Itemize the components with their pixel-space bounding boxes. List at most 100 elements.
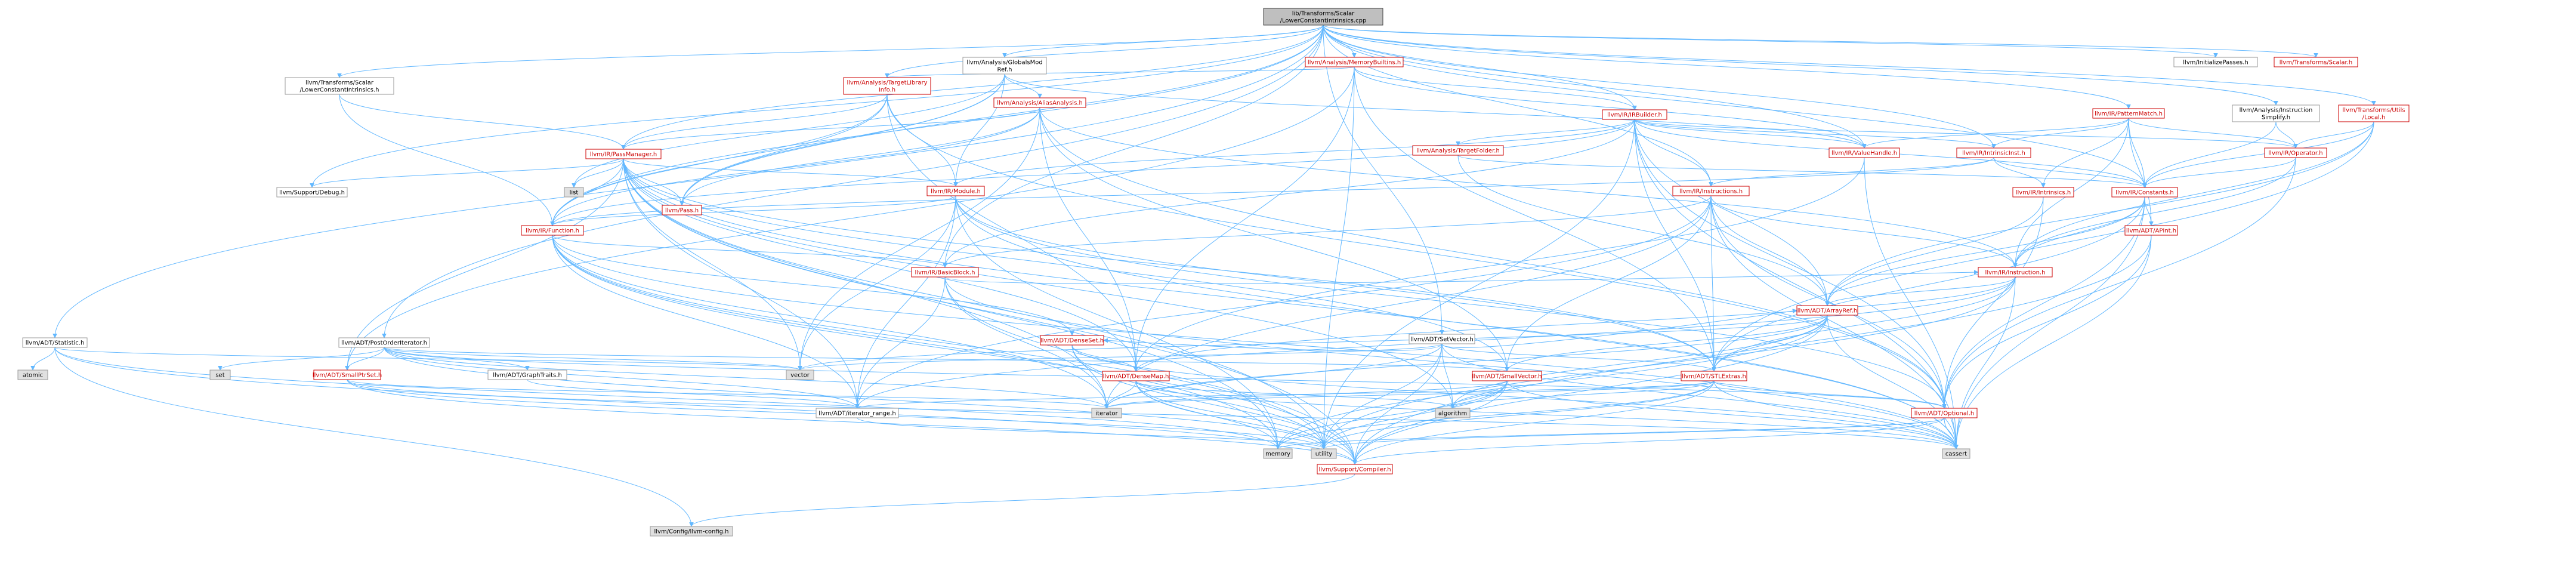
node-box-postorder: [338, 337, 430, 348]
edge-membuiltins-to-utility: [1324, 66, 1355, 449]
edge-statistic-to-llvmconfig: [54, 347, 691, 526]
node-box-initpasses: [2173, 57, 2258, 67]
node-root[interactable]: lib/Transforms/Scalar/LowerConstantIntri…: [1263, 8, 1383, 26]
node-label-aa: llvm/Analysis/AliasAnalysis.h: [997, 100, 1083, 107]
edge-irbuilder-to-instructions: [1634, 119, 1711, 186]
edge-compiler-to-llvmconfig: [691, 473, 1355, 527]
node-label-apint: llvm/ADT/APInt.h: [2126, 228, 2176, 235]
node-label-valuehandle: llvm/IR/ValueHandle.h: [1831, 150, 1897, 157]
edge-instruction-to-densemap: [1136, 276, 2016, 371]
node-aa[interactable]: llvm/Analysis/AliasAnalysis.h: [993, 97, 1086, 108]
node-initpasses[interactable]: llvm/InitializePasses.h: [2173, 57, 2258, 67]
node-lci_h[interactable]: llvm/Transforms/Scalar/LowerConstantIntr…: [285, 77, 394, 95]
edge-denseset-to-cassert: [1071, 344, 1956, 449]
node-instruction[interactable]: llvm/IR/Instruction.h: [1978, 267, 2053, 278]
node-label-intrinsics: llvm/IR/Intrinsics.h: [2016, 190, 2071, 196]
edge-root-to-debug: [312, 24, 1324, 187]
node-instructions[interactable]: llvm/IR/Instructions.h: [1672, 186, 1750, 196]
edge-lci_h-to-function: [339, 94, 552, 226]
node-list: list: [564, 187, 584, 198]
node-label-postorder: llvm/ADT/PostOrderIterator.h: [341, 340, 427, 347]
node-module[interactable]: llvm/IR/Module.h: [926, 186, 985, 196]
node-setvector[interactable]: llvm/ADT/SetVector.h: [1409, 334, 1475, 344]
node-apint[interactable]: llvm/ADT/APInt.h: [2124, 225, 2178, 236]
edge-densemap-to-memory: [1135, 380, 1278, 449]
edge-intrinsicinst-to-instructions: [1711, 157, 1994, 187]
node-label-stlextras: llvm/ADT/STLExtras.h: [1682, 374, 1746, 380]
node-basicblock[interactable]: llvm/IR/BasicBlock.h: [911, 267, 979, 278]
edge-root-to-tli: [887, 24, 1324, 78]
node-label-root: /LowerConstantIntrinsics.cpp: [1280, 18, 1367, 24]
edge-intrinsicinst-to-function: [552, 157, 1994, 226]
node-box-debug: [276, 187, 348, 198]
node-translocal[interactable]: llvm/Transforms/Utils/Local.h: [2338, 104, 2410, 122]
node-passmanager[interactable]: llvm/IR/PassManager.h: [585, 149, 662, 159]
edge-stlextras-to-iterator: [1107, 380, 1715, 409]
node-densemap[interactable]: llvm/ADT/DenseMap.h: [1102, 371, 1170, 381]
edge-instruction-to-stlextras: [1714, 276, 2016, 371]
edge-instsimplify-to-operator: [2275, 121, 2296, 149]
node-smallvector[interactable]: llvm/ADT/SmallVector.h: [1472, 371, 1542, 381]
node-denseset[interactable]: llvm/ADT/DenseSet.h: [1040, 335, 1104, 346]
node-patternmatch[interactable]: llvm/IR/PatternMatch.h: [2092, 108, 2165, 119]
node-membuiltins[interactable]: llvm/Analysis/MemoryBuiltins.h: [1305, 57, 1404, 67]
node-stlextras[interactable]: llvm/ADT/STLExtras.h: [1681, 371, 1747, 381]
node-label-arrayref: llvm/ADT/ArrayRef.h: [1797, 308, 1858, 315]
edge-membuiltins-to-stlextras: [1354, 66, 1714, 371]
edge-function-to-basicblock: [552, 235, 945, 268]
node-label-translocal: llvm/Transforms/Utils: [2343, 107, 2405, 114]
edge-setvector-to-denseset: [1104, 340, 1443, 352]
node-optional[interactable]: llvm/ADT/Optional.h: [1911, 408, 1978, 418]
node-box-densemap: [1102, 371, 1170, 381]
node-postorder[interactable]: llvm/ADT/PostOrderIterator.h: [338, 337, 430, 348]
edge-arrayref-to-stlextras: [1714, 315, 1828, 371]
edge-root-to-setvector: [1323, 24, 1442, 334]
header-nodes: lib/Transforms/Scalar/LowerConstantIntri…: [17, 8, 2410, 537]
node-arrayref[interactable]: llvm/ADT/ArrayRef.h: [1796, 305, 1858, 316]
edge-membuiltins-to-densemap: [1136, 66, 1355, 371]
node-function[interactable]: llvm/IR/Function.h: [521, 225, 584, 236]
edge-iterrange-to-utility: [857, 417, 1324, 449]
edge-optional-to-memory: [1278, 417, 1945, 449]
edge-function-to-iterator: [552, 235, 1107, 408]
node-label-list: list: [570, 190, 579, 196]
node-intrinsics[interactable]: llvm/IR/Intrinsics.h: [2012, 187, 2074, 198]
node-box-stlextras: [1681, 371, 1747, 381]
node-statistic[interactable]: llvm/ADT/Statistic.h: [22, 337, 88, 348]
node-compiler[interactable]: llvm/Support/Compiler.h: [1317, 464, 1393, 475]
node-box-passmanager: [585, 149, 662, 159]
edge-optional-to-utility: [1324, 417, 1945, 449]
node-label-vector: vector: [790, 372, 810, 379]
edge-aa-to-passmanager: [623, 107, 1040, 150]
node-constants[interactable]: llvm/IR/Constants.h: [2111, 187, 2178, 198]
node-iterrange[interactable]: llvm/ADT/iterator_range.h: [816, 408, 899, 418]
node-box-aa: [993, 97, 1086, 108]
edge-instruction-to-arrayref: [1827, 276, 2016, 306]
node-transscalar[interactable]: llvm/Transforms/Scalar.h: [2274, 57, 2358, 67]
edge-membuiltins-to-smallptrset: [347, 66, 1355, 370]
node-box-graphtraits: [487, 369, 567, 380]
node-pass[interactable]: llvm/Pass.h: [662, 205, 702, 215]
node-smallptrset[interactable]: llvm/ADT/SmallPtrSet.h: [313, 369, 382, 380]
node-label-instructions: llvm/IR/Instructions.h: [1679, 189, 1743, 195]
edge-postorder-to-utility: [384, 347, 1324, 449]
node-operator[interactable]: llvm/IR/Operator.h: [2264, 147, 2327, 158]
node-irbuilder[interactable]: llvm/IR/IRBuilder.h: [1602, 109, 1667, 120]
node-box-iterrange: [816, 408, 899, 418]
node-graphtraits[interactable]: llvm/ADT/GraphTraits.h: [487, 369, 567, 380]
node-box-module: [926, 186, 985, 196]
node-valuehandle[interactable]: llvm/IR/ValueHandle.h: [1828, 147, 1900, 158]
edge-irbuilder-to-basicblock: [945, 119, 1635, 267]
edge-instructions-to-smallvector: [1507, 195, 1712, 371]
edge-smallvector-to-memory: [1278, 380, 1508, 449]
node-box-apint: [2124, 225, 2178, 236]
edge-passmanager-to-smallptrset: [347, 158, 624, 370]
node-debug[interactable]: llvm/Support/Debug.h: [276, 187, 348, 198]
node-label-algorithm: algorithm: [1438, 411, 1467, 417]
edge-patternmatch-to-intrinsics: [2043, 118, 2129, 187]
node-targetfolder[interactable]: llvm/Analysis/TargetFolder.h: [1412, 145, 1504, 156]
node-intrinsicinst[interactable]: llvm/IR/IntrinsicInst.h: [1956, 147, 2031, 158]
